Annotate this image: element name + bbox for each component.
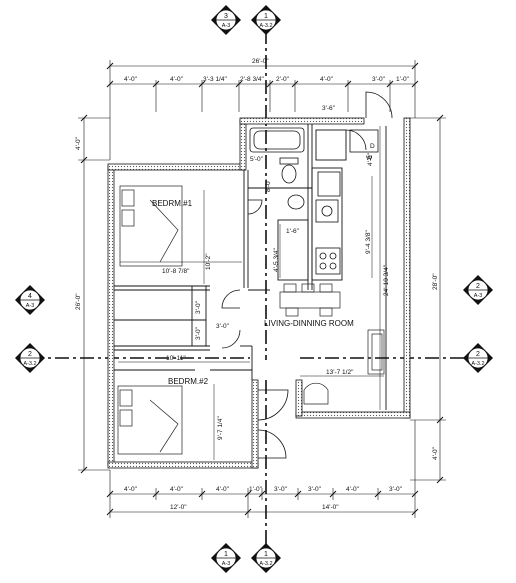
dim-bed2-width: 10'-11" — [166, 355, 186, 362]
bath-fixtures — [249, 127, 379, 275]
interior-walls — [114, 124, 387, 410]
section-mark-top-left: 3A-3 — [211, 5, 241, 35]
section-mark-ref: A-3 — [222, 23, 231, 29]
section-mark-top-right: 1A-3.2 — [251, 5, 281, 35]
dim-top-seg: 4'-0" — [320, 76, 334, 83]
dim-overall-top: 26'-0" — [252, 58, 269, 65]
dim-kitchen-height: 9'-4 3/8" — [365, 230, 372, 254]
room-label-bedroom2: BEDRM.#2 — [168, 377, 209, 386]
dim-living-height: 24'-10 3/4" — [383, 264, 390, 296]
dim-hall-b: 3'-0" — [216, 323, 230, 330]
label-d: D — [370, 143, 375, 150]
dim-bed1-width: 10'-8 7/8" — [162, 268, 190, 275]
dim-bottom-seg: 3'-0" — [308, 486, 322, 493]
range — [315, 247, 341, 275]
section-mark-ref: A-3.2 — [259, 561, 272, 567]
dim-left-top: 4'-0" — [75, 136, 82, 150]
room-label-living: LIVING-DINNING ROOM — [264, 319, 354, 328]
dim-top-seg: 1'-0" — [396, 76, 410, 83]
dim-bottom-total: 12'-0" — [170, 504, 187, 511]
dim-bath-width: 5'-0" — [250, 156, 264, 163]
dim-right-bottom: 4'-0" — [432, 446, 439, 460]
section-mark-ref: A-3 — [474, 293, 483, 299]
dim-bottom-seg: 4'-0" — [216, 486, 230, 493]
dim-bottom-seg: 4'-0" — [346, 486, 360, 493]
section-mark-ref: A-3.2 — [23, 361, 36, 367]
toilet-bowl — [281, 164, 297, 184]
section-marks: 3A-31A-3.24A-32A-3.22A-32A-3.21A-31A-3.2 — [15, 5, 493, 573]
section-mark-left-upper: 4A-3 — [15, 285, 45, 315]
section-mark-number: 1 — [264, 13, 268, 20]
furniture — [117, 185, 385, 455]
dim-bath-height: 8'-0" — [265, 178, 272, 192]
dim-top-seg: 4'-0" — [124, 76, 138, 83]
section-mark-bottom-right: 1A-3.2 — [251, 543, 281, 573]
center-lines — [30, 30, 480, 555]
dim-right-overall: 28'-0" — [432, 273, 439, 290]
section-mark-number: 1 — [224, 551, 228, 558]
dim-bottom-total: 14'-0" — [322, 504, 339, 511]
section-mark-ref: A-3.2 — [471, 361, 484, 367]
section-mark-number: 2 — [28, 351, 32, 358]
section-mark-number: 4 — [28, 293, 32, 300]
section-mark-ref: A-3 — [222, 561, 231, 567]
dim-living-width: 13'-7 1/2" — [326, 369, 354, 376]
dim-top-seg: 2'-8 3/4" — [240, 76, 264, 83]
section-mark-ref: A-3.2 — [259, 23, 272, 29]
section-mark-number: 3 — [224, 13, 228, 20]
section-mark-number: 2 — [476, 351, 480, 358]
dim-bottom-seg: 4'-0" — [170, 486, 184, 493]
section-mark-right-upper: 2A-3 — [463, 275, 493, 305]
section-mark-right-lower: 2A-3.2 — [463, 343, 493, 373]
interior-dims — [118, 126, 384, 460]
room-label-bedroom1: BEDRM.#1 — [152, 199, 193, 208]
section-mark-bottom-left: 1A-3 — [211, 543, 241, 573]
dim-top-seg: 3'-0" — [372, 76, 386, 83]
toilet-tank — [279, 157, 299, 165]
dim-top-seg: 4'-0" — [170, 76, 184, 83]
dim-hall-c: 3'-0" — [195, 326, 202, 340]
doors — [221, 91, 393, 459]
section-mark-number: 1 — [264, 551, 268, 558]
dim-bottom-seg: 1'-0" — [249, 486, 263, 493]
dim-bed1-height: 10'-2" — [205, 253, 212, 270]
label-w: W — [366, 155, 373, 162]
dim-bottom-seg: 3'-0" — [274, 486, 288, 493]
dim-top-seg: 3'-3 1/4" — [203, 76, 227, 83]
section-mark-left-lower: 2A-3.2 — [15, 343, 45, 373]
dim-closet-height: 4'-5 3/4" — [273, 248, 280, 272]
dim-bottom-seg: 3'-0" — [389, 486, 403, 493]
kitchen-sink — [315, 199, 339, 223]
dim-bath-top: 3'-6" — [322, 105, 336, 112]
dim-closet-width: 1'-6" — [286, 228, 300, 235]
section-mark-ref: A-3 — [26, 303, 35, 309]
dim-top-seg: 2'-0" — [276, 76, 290, 83]
dim-kitchen-width: 4'-0" — [367, 152, 374, 166]
labels: BEDRM.#1 BEDRM.#2 LIVING-DINNING ROOM 26… — [75, 58, 439, 511]
bathtub — [249, 127, 305, 153]
fridge — [317, 171, 341, 197]
sink — [287, 194, 305, 210]
dimension-lines — [78, 60, 446, 518]
section-mark-number: 2 — [476, 283, 480, 290]
washer — [349, 129, 379, 153]
dim-hall-a: 3'-0" — [195, 300, 202, 314]
dim-bed2-height: 9'-7 1/4" — [217, 416, 224, 440]
dim-left-overall: 26'-0" — [75, 293, 82, 310]
dimension-ticks — [80, 62, 444, 516]
exterior-walls — [107, 117, 411, 469]
dim-bottom-seg: 4'-0" — [124, 486, 138, 493]
